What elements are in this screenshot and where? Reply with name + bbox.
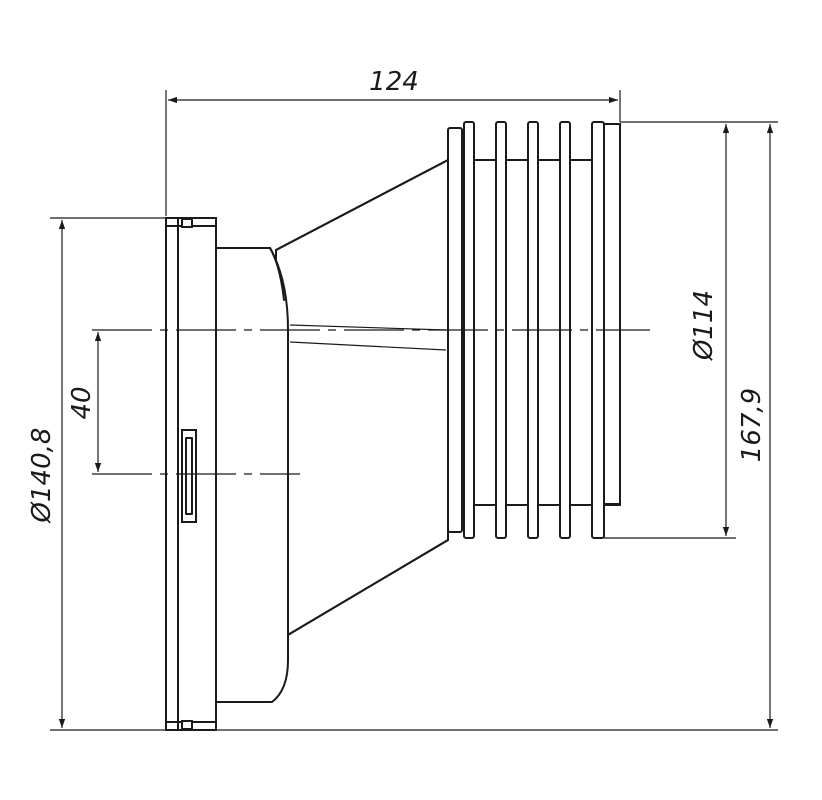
dimension-labels: 124 Ø114 167,9 Ø140,8 40 (27, 67, 767, 523)
dim-offset-label: 40 (67, 386, 97, 419)
dimension-lines (58, 96, 774, 728)
flange-slot (181, 429, 197, 523)
pipe-adapter (165, 121, 621, 731)
dim-overall-height-label: 167,9 (737, 388, 767, 462)
center-lines (92, 329, 650, 475)
cone-body (275, 158, 449, 644)
extension-lines (50, 90, 778, 731)
hub-section (215, 247, 289, 703)
dim-inlet-diameter-label: Ø140,8 (27, 428, 57, 524)
dim-outlet-diameter-label: Ø114 (689, 290, 719, 361)
dim-length-label: 124 (369, 67, 419, 97)
